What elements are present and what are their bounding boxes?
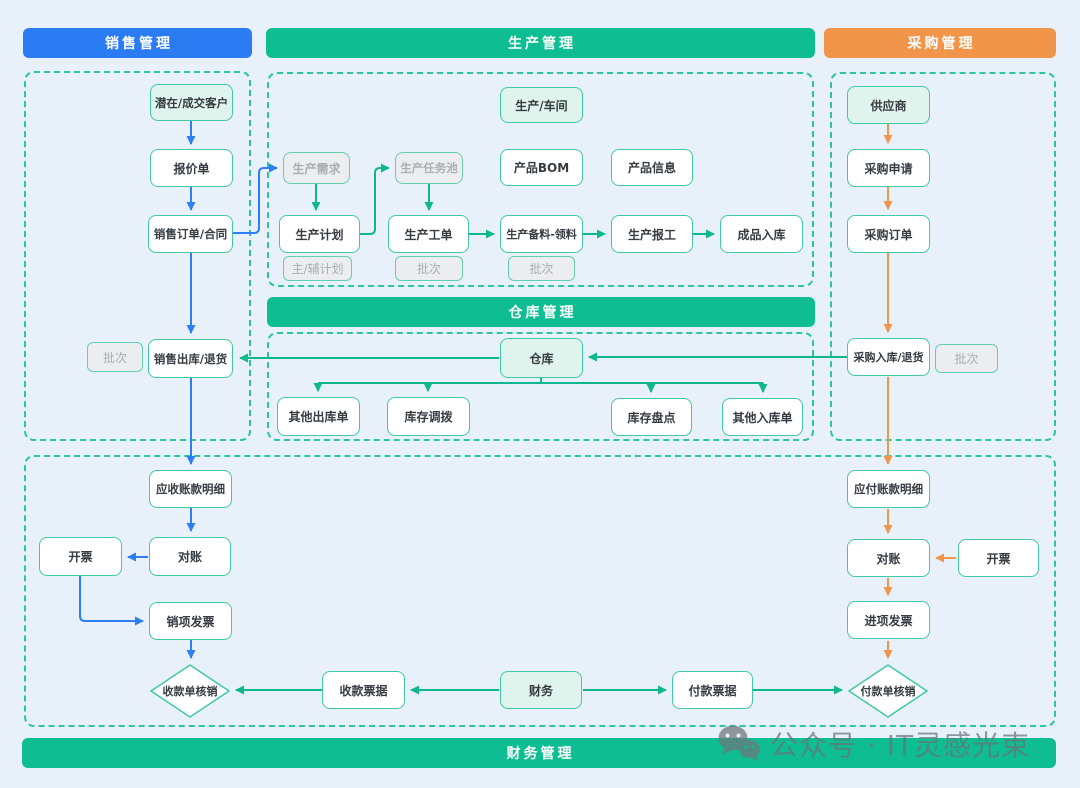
blue-edges bbox=[79, 121, 278, 659]
sales-lane-container bbox=[24, 71, 251, 441]
purchase-lane-container bbox=[830, 72, 1056, 441]
green-edges bbox=[235, 163, 847, 695]
production-lane-container bbox=[267, 72, 814, 287]
watermark: 公众号 · IT灵感光束 bbox=[716, 724, 1030, 764]
production-header-bar: 生产管理 bbox=[266, 28, 815, 58]
finance-header-bar: 财务管理 bbox=[22, 738, 1056, 768]
watermark-text: 公众号 · IT灵感光束 bbox=[770, 729, 1031, 762]
orange-edges bbox=[883, 124, 956, 659]
warehouse-lane-container bbox=[267, 332, 814, 441]
sales-header-bar: 销售管理 bbox=[23, 28, 252, 58]
wechat-icon bbox=[718, 725, 760, 762]
purchase-header-bar: 采购管理 bbox=[824, 28, 1056, 58]
warehouse-header-bar: 仓库管理 bbox=[267, 297, 815, 327]
finance-lane-container bbox=[24, 455, 1056, 727]
